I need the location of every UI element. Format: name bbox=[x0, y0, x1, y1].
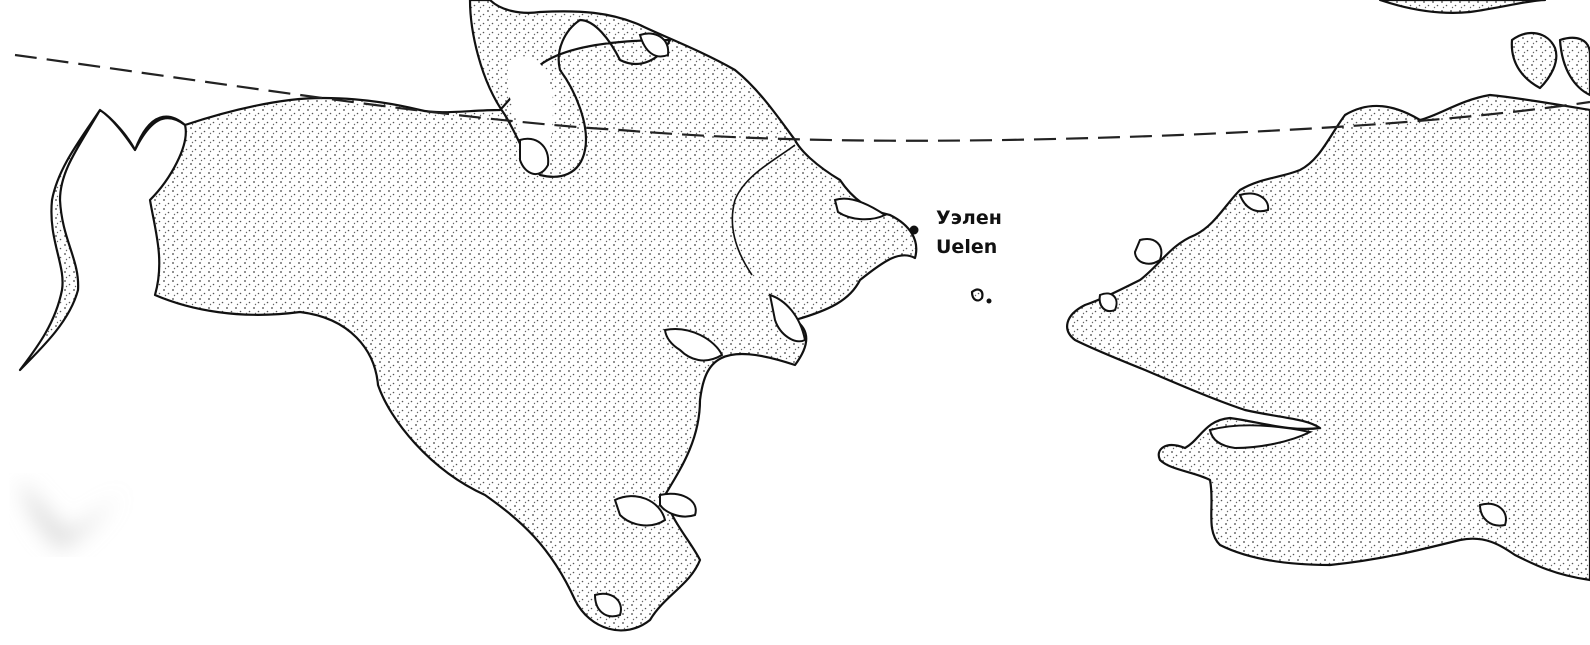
place-label-ru: Уэлен bbox=[936, 207, 1002, 229]
bird-watermark-icon bbox=[20, 480, 125, 550]
arctic-circle-line bbox=[14, 53, 1590, 142]
place-label-en: Uelen bbox=[936, 236, 997, 258]
western-landmass bbox=[18, 0, 918, 632]
eastern-landmass bbox=[1066, 0, 1590, 582]
uelen-marker bbox=[909, 225, 919, 235]
diomede-islands bbox=[970, 288, 992, 304]
